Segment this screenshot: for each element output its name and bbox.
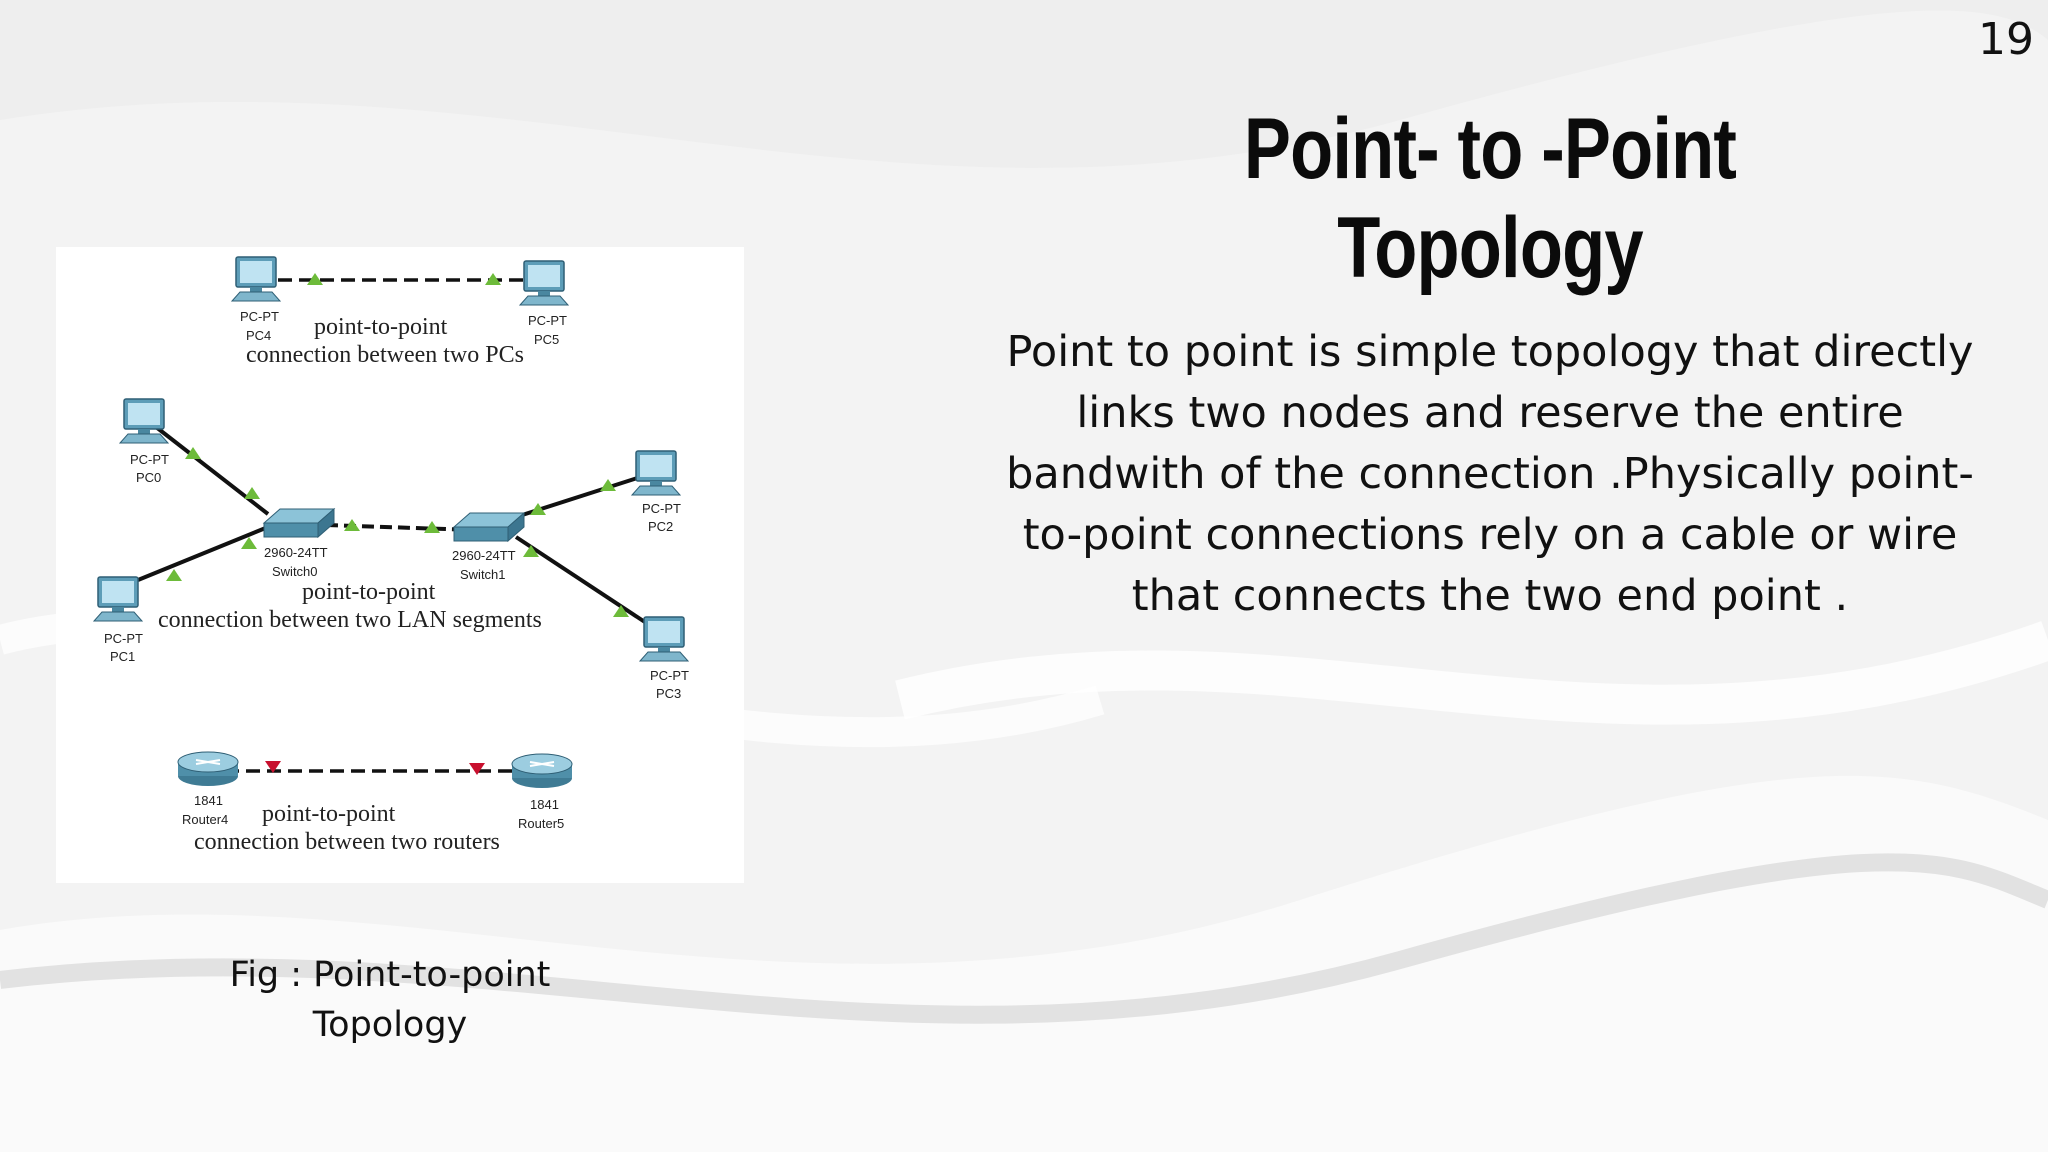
- caption-line-2: Topology: [312, 1005, 468, 1045]
- pc3-type-label: PC-PT: [650, 668, 689, 683]
- pc-pair-title: point-to-point: [314, 314, 448, 340]
- link-up-indicator: [613, 605, 629, 617]
- lan-subtitle: connection between two LAN segments: [158, 607, 542, 633]
- slide-title: Point- to -Point Topology: [1243, 101, 1737, 296]
- switch0-model-label: 2960-24TT: [264, 545, 328, 560]
- link-down-indicator: [265, 761, 281, 773]
- pc1-icon: [93, 576, 143, 622]
- pc2-type-label: PC-PT: [642, 501, 681, 516]
- pc0-icon: [119, 398, 169, 444]
- router5-icon: [511, 753, 573, 789]
- topology-figure: PC-PT PC4 PC-PT PC5 point-to-point conne…: [56, 247, 744, 883]
- pc5-icon: [519, 260, 569, 306]
- switch1-icon: [453, 512, 525, 542]
- router5-name-label: Router5: [518, 816, 564, 831]
- pc2-name-label: PC2: [648, 519, 673, 534]
- pc0-name-label: PC0: [136, 470, 161, 485]
- pc3-link: [514, 535, 662, 634]
- switch1-model-label: 2960-24TT: [452, 548, 516, 563]
- pc5-type-label: PC-PT: [528, 313, 567, 328]
- pc4-icon: [231, 256, 281, 302]
- link-up-indicator: [600, 479, 616, 491]
- pc-pair-section: PC-PT PC4 PC-PT PC5 point-to-point conne…: [231, 256, 569, 368]
- lan-section: PC-PT PC0 PC-PT PC1 PC-PT PC2 PC-PT PC3 …: [93, 398, 689, 701]
- router4-model-label: 1841: [194, 793, 223, 808]
- link-up-indicator: [244, 487, 260, 499]
- pc1-type-label: PC-PT: [104, 631, 143, 646]
- figure-caption: Fig : Point-to-point Topology: [200, 950, 580, 1050]
- router5-model-label: 1841: [530, 797, 559, 812]
- link-up-indicator: [307, 273, 323, 285]
- lan-title: point-to-point: [302, 579, 436, 605]
- router-section: 1841 Router4 1841 Router5 point-to-point…: [177, 751, 573, 855]
- pc1-name-label: PC1: [110, 649, 135, 664]
- router-title: point-to-point: [262, 801, 396, 827]
- pc5-name-label: PC5: [534, 332, 559, 347]
- pc3-name-label: PC3: [656, 686, 681, 701]
- link-up-indicator: [523, 545, 539, 557]
- router4-icon: [177, 751, 239, 787]
- link-up-indicator: [185, 447, 201, 459]
- pc4-type-label: PC-PT: [240, 309, 279, 324]
- pc2-icon: [631, 450, 681, 496]
- router-subtitle: connection between two routers: [194, 829, 500, 855]
- pc0-link: [154, 425, 270, 516]
- pc1-link: [137, 525, 269, 582]
- link-up-indicator: [344, 519, 360, 531]
- switch0-name-label: Switch0: [272, 564, 318, 579]
- pc0-type-label: PC-PT: [130, 452, 169, 467]
- pc-pair-subtitle: connection between two PCs: [246, 342, 524, 368]
- router4-name-label: Router4: [182, 812, 228, 827]
- link-up-indicator: [241, 537, 257, 549]
- body-paragraph: Point to point is simple topology that d…: [1006, 327, 1974, 621]
- switch1-name-label: Switch1: [460, 567, 506, 582]
- link-up-indicator: [166, 569, 182, 581]
- link-up-indicator: [485, 273, 501, 285]
- pc3-icon: [639, 616, 689, 662]
- topology-diagram: PC-PT PC4 PC-PT PC5 point-to-point conne…: [93, 256, 689, 855]
- link-up-indicator: [424, 521, 440, 533]
- pc4-name-label: PC4: [246, 328, 271, 343]
- link-down-indicator: [469, 763, 485, 775]
- slide-number: 19: [1978, 14, 2034, 65]
- caption-line-1: Fig : Point-to-point: [229, 955, 551, 995]
- link-up-indicator: [530, 503, 546, 515]
- switch0-icon: [263, 508, 335, 538]
